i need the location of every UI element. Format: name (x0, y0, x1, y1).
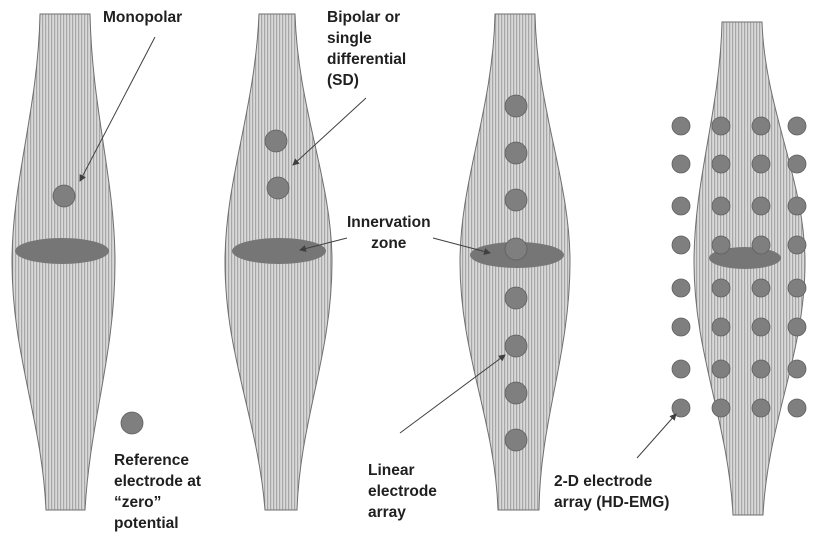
electrode-2d-r8-c2 (711, 398, 731, 418)
electrode-2d-r5-c3 (751, 278, 771, 298)
label-2d-array: 2-D electrode array (HD-EMG) (554, 473, 670, 511)
electrode-2d-r1-c1 (671, 116, 691, 136)
electrode-linear-4 (504, 237, 528, 261)
electrode-linear-6 (504, 334, 528, 358)
innervation-zone-bipolar (232, 238, 326, 264)
electrode-bipolar-2 (266, 176, 290, 200)
electrodes (52, 94, 807, 452)
electrode-2d-r1-c2 (711, 116, 731, 136)
label-innervation-zone: Innervation zone (347, 214, 431, 252)
leader-linear-array (399, 354, 506, 434)
electrode-2d-r7-c3 (751, 359, 771, 379)
electrode-2d-r2-c4 (787, 154, 807, 174)
electrode-2d-r6-c1 (671, 317, 691, 337)
electrode-2d-r6-c4 (787, 317, 807, 337)
electrode-linear-8 (504, 428, 528, 452)
electrode-bipolar-1 (264, 129, 288, 153)
electrode-2d-r4-c2 (711, 235, 731, 255)
label-linear-array: Linear electrode array (368, 462, 437, 521)
electrode-2d-r4-c1 (671, 235, 691, 255)
label-monopolar: Monopolar (103, 9, 183, 26)
2d-electrode-grid (671, 116, 807, 418)
electrode-2d-r6-c3 (751, 317, 771, 337)
leader-innervation-bipolar (299, 237, 348, 252)
electrode-2d-r8-c3 (751, 398, 771, 418)
electrode-2d-r3-c3 (751, 196, 771, 216)
leader-monopolar (79, 36, 156, 182)
electrode-linear-2 (504, 141, 528, 165)
electrode-2d-r2-c2 (711, 154, 731, 174)
electrode-2d-r7-c1 (671, 359, 691, 379)
electrode-2d-r3-c1 (671, 196, 691, 216)
electrode-2d-r3-c2 (711, 196, 731, 216)
electrode-monopolar (52, 184, 76, 208)
label-bipolar: Bipolar or single differential (SD) (327, 9, 407, 89)
innervation-zone-monopolar (15, 238, 109, 264)
electrode-2d-r3-c4 (787, 196, 807, 216)
electrode-linear-5 (504, 286, 528, 310)
electrode-2d-r4-c4 (787, 235, 807, 255)
electrode-2d-r7-c4 (787, 359, 807, 379)
electrode-2d-r5-c4 (787, 278, 807, 298)
electrode-2d-r5-c1 (671, 278, 691, 298)
electrode-reference (120, 411, 144, 435)
electrode-linear-3 (504, 188, 528, 212)
leader-2d-array (636, 413, 677, 459)
electrode-2d-r2-c1 (671, 154, 691, 174)
electrode-2d-r7-c2 (711, 359, 731, 379)
electrode-2d-r2-c3 (751, 154, 771, 174)
electrode-2d-r5-c2 (711, 278, 731, 298)
electrode-2d-r6-c2 (711, 317, 731, 337)
electrode-2d-r8-c4 (787, 398, 807, 418)
electrode-2d-r1-c4 (787, 116, 807, 136)
leader-bipolar (292, 97, 367, 166)
electrode-2d-r1-c3 (751, 116, 771, 136)
electrode-linear-7 (504, 381, 528, 405)
label-reference-electrode: Reference electrode at “zero” potential (114, 452, 202, 532)
leader-innervation-linear (432, 237, 491, 255)
electrode-2d-r4-c3 (751, 235, 771, 255)
electrode-2d-r8-c1 (671, 398, 691, 418)
electrode-linear-1 (504, 94, 528, 118)
